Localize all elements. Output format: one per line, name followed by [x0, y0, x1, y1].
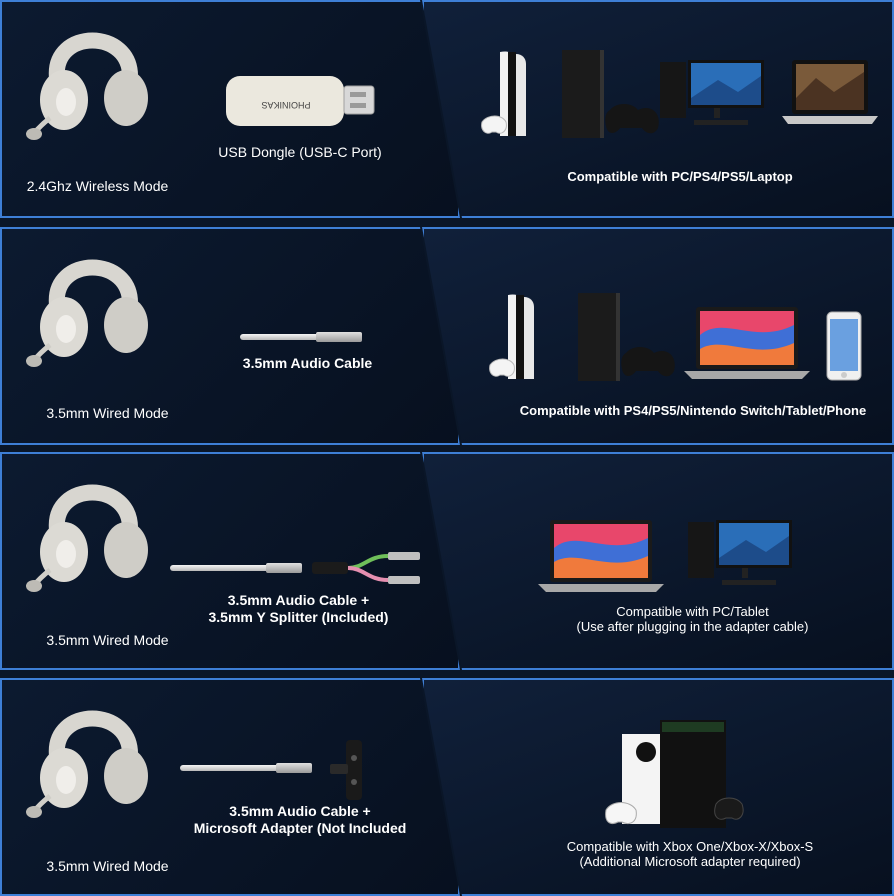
pc-icon — [660, 60, 764, 125]
y-splitter-icon — [312, 552, 420, 584]
mode-label: 2.4Ghz Wireless Mode — [26, 178, 169, 194]
compat-label: Compatible with PS4/PS5/Nintendo Switch/… — [519, 403, 867, 418]
microsoft-adapter-icon — [330, 740, 362, 800]
mode-row-wireless: 2.4Ghz Wireless Mode PHOINIKAS USB Dongl… — [0, 0, 894, 218]
audio-cable-icon — [180, 765, 280, 771]
mode-label: 3.5mm Wired Mode — [46, 632, 169, 648]
audio-cable-icon — [170, 565, 270, 571]
compat-note: (Use after plugging in the adapter cable… — [576, 619, 809, 634]
audio-plug-icon — [316, 332, 362, 342]
headset-icon — [26, 259, 148, 367]
connector-label-line2: Microsoft Adapter (Not Included — [193, 820, 407, 836]
right-panel — [422, 452, 894, 670]
connector-label-line1: 3.5mm Audio Cable + — [227, 592, 370, 608]
mode-label: 3.5mm Wired Mode — [46, 858, 169, 874]
connector-label: USB Dongle (USB-C Port) — [218, 144, 382, 160]
laptop-icon — [684, 307, 810, 379]
mode-label: 3.5mm Wired Mode — [46, 405, 169, 421]
ps4-icon — [562, 50, 659, 138]
headset-icon — [26, 32, 148, 140]
usb-dongle-icon: PHOINIKAS — [226, 76, 375, 126]
compat-label: Compatible with PC/PS4/PS5/Laptop — [567, 169, 793, 184]
connector-label-line2: 3.5mm Y Splitter (Included) — [208, 609, 389, 625]
xbox-series-s-icon — [605, 734, 660, 824]
audio-plug-icon — [266, 563, 302, 573]
laptop-icon — [538, 520, 664, 592]
mode-row-wired-xbox: 3.5mm Wired Mode 3.5mm Audio Cable + Mic… — [0, 678, 894, 896]
compat-note: (Additional Microsoft adapter required) — [579, 854, 801, 869]
connector-label-line1: 3.5mm Audio Cable + — [229, 803, 371, 819]
ps5-icon — [489, 294, 534, 379]
dongle-brand: PHOINIKAS — [261, 100, 310, 110]
headset-icon — [26, 484, 148, 592]
compat-label: Compatible with PC/Tablet — [616, 604, 769, 619]
connector-label: 3.5mm Audio Cable — [242, 355, 373, 371]
headset-icon — [26, 710, 148, 818]
laptop-icon — [782, 60, 878, 124]
mode-row-wired-splitter: 3.5mm Wired Mode 3.5mm Audio Cable + 3.5… — [0, 452, 894, 670]
ps4-icon — [578, 293, 675, 381]
mode-row-wired-cable: 3.5mm Wired Mode 3.5mm Audio Cable Compa… — [0, 227, 894, 445]
audio-plug-icon — [276, 763, 312, 773]
ps5-icon — [481, 51, 526, 137]
compat-label: Compatible with Xbox One/Xbox-X/Xbox-S — [566, 839, 814, 854]
pc-icon — [688, 520, 792, 585]
phone-icon — [826, 311, 862, 381]
xbox-series-x-icon — [660, 720, 744, 828]
audio-cable-icon — [240, 334, 320, 340]
right-panel — [422, 227, 894, 445]
